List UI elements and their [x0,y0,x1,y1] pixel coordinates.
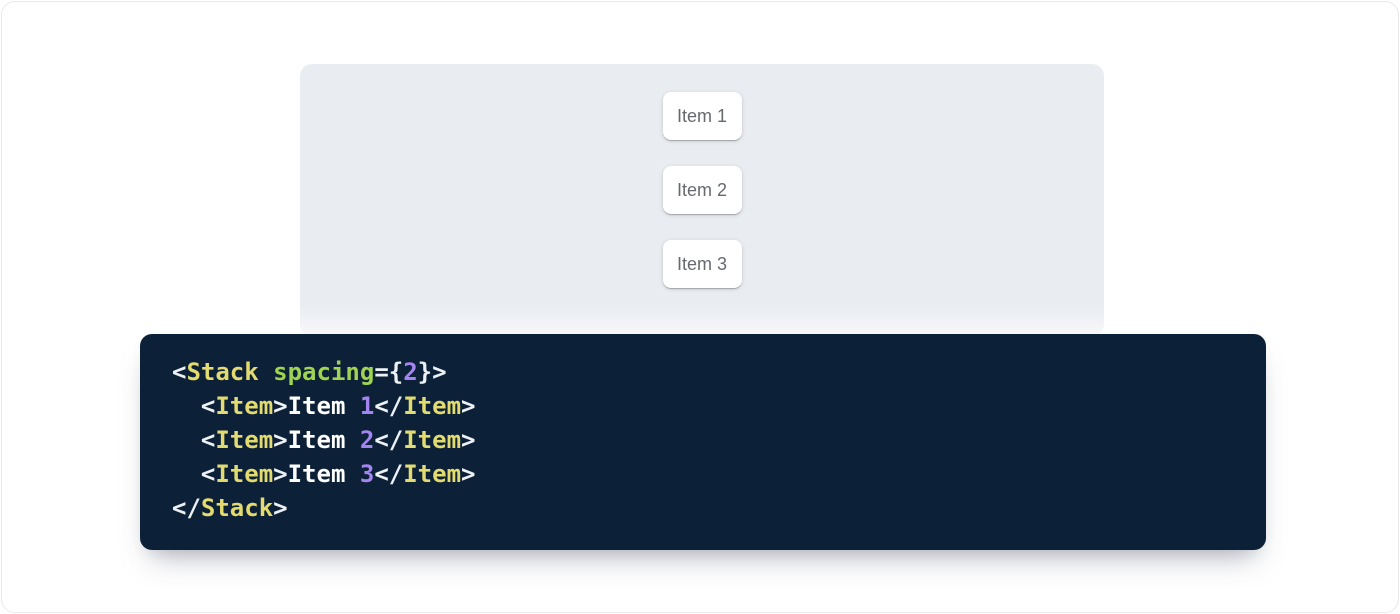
code-token-number: 1 [359,392,375,420]
code-token-tag: Stack [186,358,259,386]
code-token-text: Item [287,460,360,488]
code-token-punct: > [273,494,288,522]
demo-preview-panel: Item 1 Item 2 Item 3 [300,64,1104,336]
code-token-tag: Item [215,392,274,420]
code-token-punct: > [461,426,476,454]
code-token-tag: Stack [200,494,274,522]
code-token-punct: > [273,426,288,454]
code-token-text: Item [287,426,360,454]
code-token-punct: < [200,426,216,454]
code-token-tag: Item [403,426,462,454]
code-line: <Stack spacing={2}> [172,355,1238,389]
code-token-punct: }> [417,358,447,386]
code-token-punct: </ [374,392,404,420]
code-token-punct: ={ [374,358,404,386]
code-token-punct: </ [172,494,201,522]
code-token-text [259,358,273,386]
code-token-punct: < [172,358,187,386]
stack-container: Item 1 Item 2 Item 3 [300,92,1104,288]
stack-item-card: Item 3 [662,240,742,288]
code-token-number: 3 [359,460,375,488]
code-token-tag: Item [215,426,274,454]
code-token-punct: > [273,460,288,488]
code-block: <Stack spacing={2}> <Item>Item 1</Item> … [140,334,1266,550]
code-token-text [172,460,201,488]
stack-item-card: Item 2 [662,166,742,214]
code-token-punct: </ [374,426,404,454]
code-token-number: 2 [359,426,375,454]
code-token-punct: > [461,460,476,488]
code-token-punct: < [200,392,216,420]
code-token-number: 2 [403,358,418,386]
code-token-attr: spacing [273,358,375,386]
code-token-text: Item [287,392,360,420]
code-token-punct: > [461,392,476,420]
code-token-text [172,426,201,454]
code-line: </Stack> [172,491,1238,525]
code-token-tag: Item [403,460,462,488]
code-line: <Item>Item 3</Item> [172,457,1238,491]
code-line: <Item>Item 1</Item> [172,389,1238,423]
code-line: <Item>Item 2</Item> [172,423,1238,457]
code-token-tag: Item [403,392,462,420]
code-token-punct: > [273,392,288,420]
code-token-punct: </ [374,460,404,488]
code-token-punct: < [200,460,216,488]
stack-item-card: Item 1 [662,92,742,140]
code-token-text [172,392,201,420]
code-token-tag: Item [215,460,274,488]
